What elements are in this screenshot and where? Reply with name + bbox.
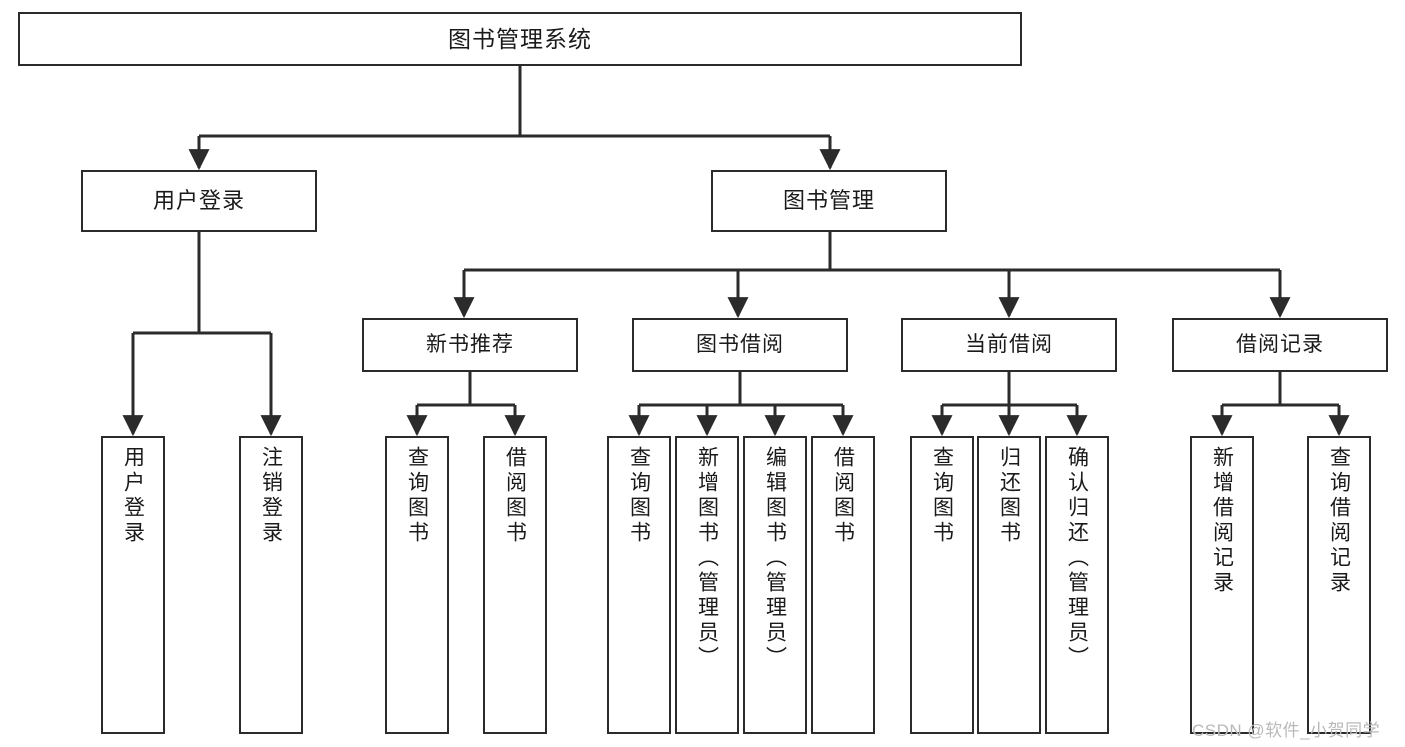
leaf-return-book[interactable]: 归还图书 — [977, 436, 1041, 734]
node-root-book-management-system[interactable]: 图书管理系统 — [18, 12, 1022, 66]
leaf-user-login[interactable]: 用户登录 — [101, 436, 165, 734]
leaf-borrow-book-recommend[interactable]: 借阅图书 — [483, 436, 547, 734]
leaf-confirm-return-admin[interactable]: 确认归还（管理员） — [1045, 436, 1109, 734]
leaf-add-borrow-record[interactable]: 新增借阅记录 — [1190, 436, 1254, 734]
leaf-edit-book-admin[interactable]: 编辑图书（管理员） — [743, 436, 807, 734]
node-book-management[interactable]: 图书管理 — [711, 170, 947, 232]
leaf-logout[interactable]: 注销登录 — [239, 436, 303, 734]
node-current-borrow[interactable]: 当前借阅 — [901, 318, 1117, 372]
leaf-query-book-current[interactable]: 查询图书 — [910, 436, 974, 734]
node-label: 查询图书 — [627, 446, 651, 546]
node-label: 新书推荐 — [426, 332, 514, 356]
watermark-csdn: CSDN @软件_小贺同学 — [1192, 721, 1381, 740]
node-label: 新增图书（管理员） — [695, 446, 719, 671]
node-label: 借阅图书 — [831, 446, 855, 546]
node-label: 新增借阅记录 — [1210, 446, 1234, 596]
node-label: 确认归还（管理员） — [1065, 446, 1089, 671]
node-borrow-records[interactable]: 借阅记录 — [1172, 318, 1388, 372]
node-label: 图书借阅 — [696, 332, 784, 356]
leaf-borrow-book[interactable]: 借阅图书 — [811, 436, 875, 734]
node-label: 归还图书 — [997, 446, 1021, 546]
leaf-query-book-borrow[interactable]: 查询图书 — [607, 436, 671, 734]
node-label: 图书管理系统 — [448, 25, 592, 52]
node-label: 用户登录 — [152, 188, 245, 214]
node-label: 查询图书 — [930, 446, 954, 546]
node-book-borrow[interactable]: 图书借阅 — [632, 318, 848, 372]
node-label: 图书管理 — [782, 188, 875, 214]
node-new-book-recommend[interactable]: 新书推荐 — [362, 318, 578, 372]
node-label: 当前借阅 — [965, 332, 1053, 356]
leaf-query-borrow-record[interactable]: 查询借阅记录 — [1307, 436, 1371, 734]
node-label: 借阅记录 — [1236, 332, 1324, 356]
node-label: 编辑图书（管理员） — [763, 446, 787, 671]
node-label: 注销登录 — [259, 446, 283, 546]
node-label: 查询借阅记录 — [1327, 446, 1351, 596]
node-label: 借阅图书 — [503, 446, 527, 546]
leaf-query-book-recommend[interactable]: 查询图书 — [385, 436, 449, 734]
node-user-login[interactable]: 用户登录 — [81, 170, 317, 232]
node-label: 用户登录 — [121, 446, 145, 546]
node-label: 查询图书 — [405, 446, 429, 546]
leaf-add-book-admin[interactable]: 新增图书（管理员） — [675, 436, 739, 734]
